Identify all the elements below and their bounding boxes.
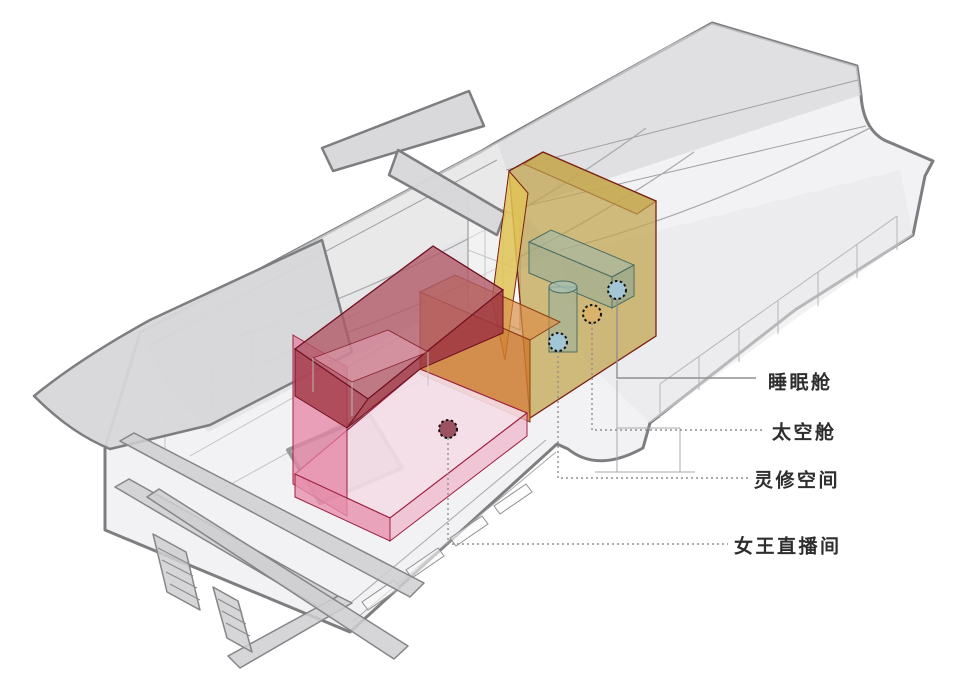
sleep-cabin-leader bbox=[616, 299, 756, 379]
roof-terrace-plate bbox=[32, 238, 354, 451]
site-elements bbox=[32, 89, 507, 669]
red-block-volume bbox=[293, 245, 505, 429]
sleep-cabin-label: 睡眠舱 bbox=[768, 372, 833, 394]
leader-lines bbox=[447, 299, 764, 545]
stair-flight bbox=[152, 533, 201, 611]
glass-box-lines bbox=[595, 380, 695, 473]
pink-right-face bbox=[389, 411, 528, 543]
highlight-volumes bbox=[292, 151, 658, 543]
meditation-space-leader bbox=[557, 351, 748, 479]
space-capsule-leader bbox=[591, 323, 764, 431]
markers bbox=[438, 280, 627, 439]
rear-wall-face bbox=[497, 23, 861, 208]
meditation-space-marker bbox=[548, 332, 568, 352]
wall-base-line bbox=[505, 79, 859, 171]
meditation-space-label: 灵修空间 bbox=[754, 470, 841, 492]
entry-arm-plate bbox=[320, 89, 486, 173]
queen-live-room-leader bbox=[447, 438, 728, 545]
colonnade-lintel bbox=[659, 215, 898, 385]
ramp-upper bbox=[119, 432, 425, 598]
queen-live-room-label: 女王直播间 bbox=[734, 536, 842, 558]
entry-arm-stem bbox=[387, 148, 507, 237]
sleep-cabin-marker bbox=[607, 280, 627, 300]
stair-flight-small bbox=[212, 586, 253, 653]
colonnade bbox=[659, 215, 898, 418]
red-front-face bbox=[346, 288, 504, 429]
space-capsule-marker bbox=[582, 304, 602, 324]
ramp-hook bbox=[227, 595, 353, 669]
ramp-long bbox=[146, 488, 409, 660]
red-inner-wire-box bbox=[312, 329, 429, 416]
space-capsule-label: 太空舱 bbox=[772, 422, 837, 444]
facade-window bbox=[493, 483, 533, 515]
queen-live-room-marker bbox=[438, 419, 458, 439]
